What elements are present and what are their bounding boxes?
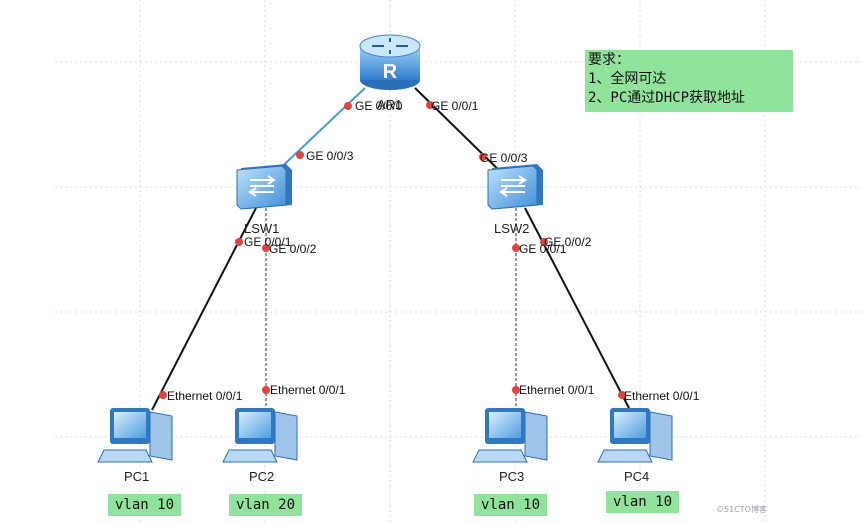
vlan-label-pc4: vlan 10 bbox=[606, 491, 680, 513]
port-label-pc2-eth: Ethernet 0/0/1 bbox=[270, 383, 346, 397]
port-label-ar1-ge001: GE 0/0/1 bbox=[431, 99, 479, 113]
requirements-note: 要求： 1、全网可达 2、PC通过DHCP获取地址 bbox=[585, 50, 793, 112]
pc1-label: PC1 bbox=[124, 469, 149, 484]
vlan-label-pc2: vlan 20 bbox=[229, 494, 303, 516]
port-label-ar1-ge000: GE 0/0/0 bbox=[355, 99, 403, 113]
requirement-item: 2、PC通过DHCP获取地址 bbox=[588, 90, 746, 106]
requirements-title: 要求： bbox=[588, 52, 630, 68]
pc4-label: PC4 bbox=[624, 469, 649, 484]
lsw1-label: LSW1 bbox=[244, 221, 279, 236]
port-label-lsw1-ge002: GE 0/0/2 bbox=[269, 242, 317, 256]
router-icon[interactable]: R bbox=[359, 34, 421, 90]
switch-icon[interactable] bbox=[236, 164, 292, 210]
lsw2-label: LSW2 bbox=[494, 221, 529, 236]
port-label-lsw1-ge003: GE 0/0/3 bbox=[306, 149, 354, 163]
port-label-pc4-eth: Ethernet 0/0/1 bbox=[624, 389, 700, 403]
port-dots bbox=[159, 101, 626, 399]
pc2-label: PC2 bbox=[249, 469, 274, 484]
pc-icon[interactable] bbox=[472, 408, 548, 463]
vlan-label-pc3: vlan 10 bbox=[474, 494, 548, 516]
pc-icon[interactable] bbox=[97, 408, 173, 463]
requirement-item: 1、全网可达 bbox=[588, 71, 667, 87]
port-label-pc1-eth: Ethernet 0/0/1 bbox=[167, 389, 243, 403]
port-label-lsw2-ge003: GE 0/0/3 bbox=[480, 151, 528, 165]
port-label-lsw2-ge002: GE 0/0/2 bbox=[544, 235, 592, 249]
svg-text:R: R bbox=[383, 61, 398, 83]
watermark-text: ©51CTO博客 bbox=[716, 505, 767, 514]
port-label-lsw1-ge001: GE 0/0/1 bbox=[244, 235, 292, 249]
pc3-label: PC3 bbox=[499, 469, 524, 484]
port-label-lsw2-ge001: GE 0/0/1 bbox=[519, 242, 567, 256]
switch-icon[interactable] bbox=[487, 164, 543, 210]
port-label-pc3-eth: Ethernet 0/0/1 bbox=[519, 383, 595, 397]
pc-icon[interactable] bbox=[597, 408, 673, 463]
pc-icon[interactable] bbox=[222, 408, 298, 463]
vlan-label-pc1: vlan 10 bbox=[108, 494, 182, 516]
router-label: AR1 bbox=[377, 97, 402, 112]
